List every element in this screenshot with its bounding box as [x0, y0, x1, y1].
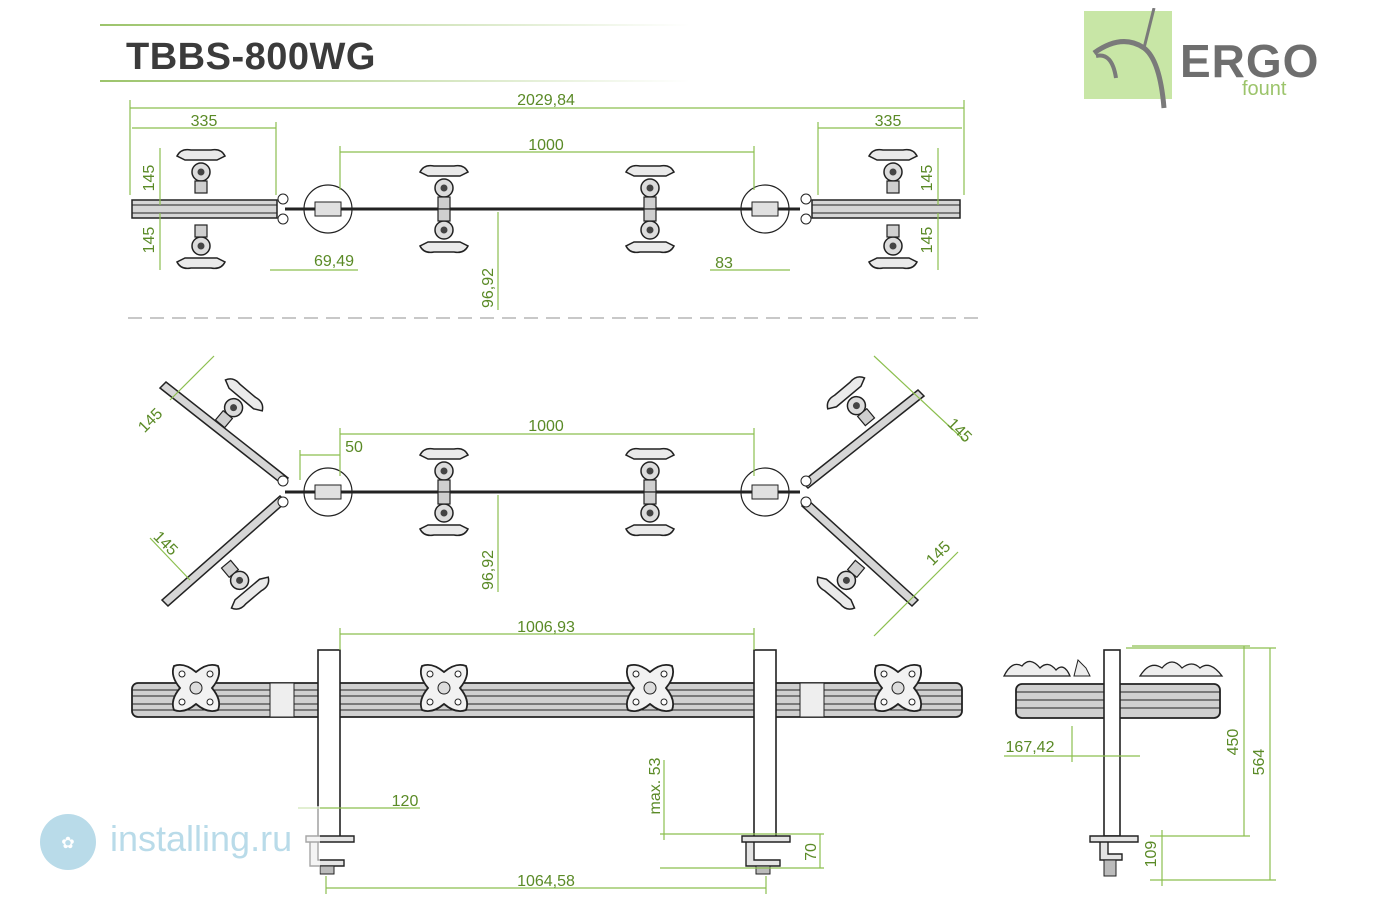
logo-word: ERGO [1180, 35, 1320, 87]
dim-arm-ul: 145 [135, 405, 166, 436]
logo-sub: fount [1242, 78, 1287, 100]
dim-center-span: 1000 [528, 137, 564, 154]
dim-side-height: 450 [1225, 729, 1242, 756]
front-view: 1006,93 120 max. 53 70 1064,58 [131, 619, 963, 894]
dim-small: 50 [345, 439, 363, 456]
dim-right-down: 145 [919, 227, 936, 254]
dim-right-up: 145 [919, 165, 936, 192]
dim-left-offset: 69,49 [314, 253, 354, 270]
dim-overall: 2029,84 [517, 92, 575, 109]
dim-right-span: 335 [875, 113, 902, 130]
header-rule-top [100, 24, 690, 26]
watermark-text: installing.ru [110, 818, 293, 859]
dim-depth: 96,92 [480, 268, 497, 308]
page-title: TBBS-800WG [126, 36, 376, 78]
dim-right-offset: 83 [715, 255, 733, 272]
dim-arm-ll: 145 [150, 528, 181, 559]
watermark-logo: ✿ [20, 806, 320, 878]
dim-clamp-max: max. 53 [647, 757, 664, 814]
dim-pole-span: 1006,93 [517, 619, 575, 636]
dim-arm-lr: 145 [923, 538, 954, 569]
svg-text:✿: ✿ [61, 833, 74, 852]
angled-view: 145 145 145 145 50 1000 96,92 [135, 355, 975, 637]
header-rule-bottom [100, 80, 690, 82]
dim-clamp: 120 [392, 793, 419, 810]
logo-arm-icon [1092, 39, 1167, 109]
dim-side-base: 109 [1143, 841, 1160, 868]
dim-angled-center: 1000 [528, 418, 564, 435]
dim-clamp-height: 70 [803, 843, 820, 861]
dim-side-total: 564 [1251, 749, 1268, 776]
brand-logo [1084, 8, 1172, 109]
dim-arm-ur: 145 [944, 415, 975, 446]
dim-base-span: 1064,58 [517, 873, 575, 890]
dim-left-down: 145 [141, 227, 158, 254]
top-view: 2029,84 335 335 1000 145 145 145 145 69,… [129, 92, 965, 310]
dim-left-up: 145 [141, 165, 158, 192]
dim-left-span: 335 [191, 113, 218, 130]
watermark-globe-icon [40, 814, 96, 870]
side-view: 167,42 450 564 109 [1002, 645, 1276, 886]
dim-angled-depth: 96,92 [480, 550, 497, 590]
dim-side-offset: 167,42 [1006, 739, 1055, 756]
